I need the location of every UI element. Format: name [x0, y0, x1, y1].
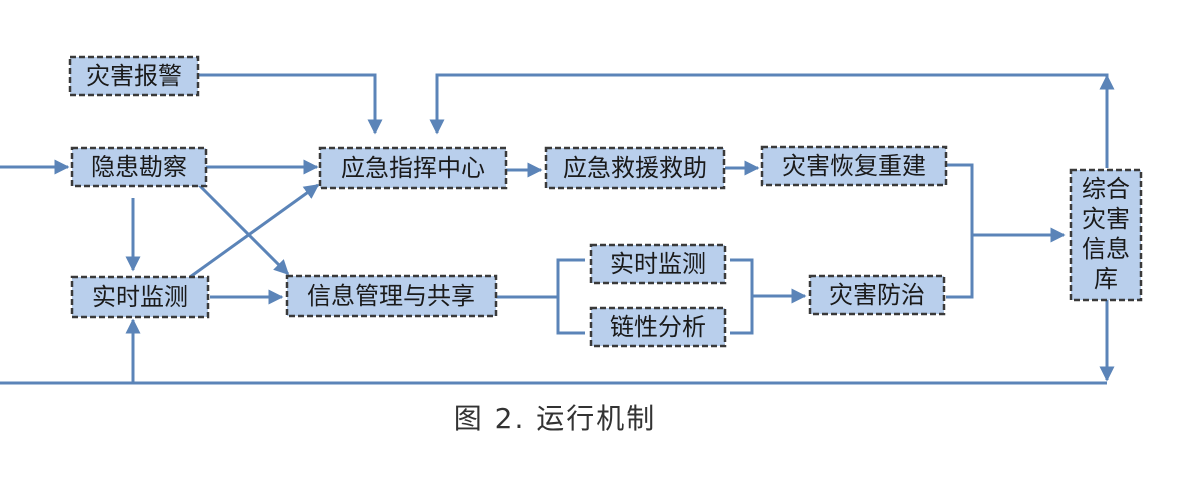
node-chain-analysis: 链性分析 [589, 306, 727, 348]
node-info-sharing-label: 信息管理与共享 [307, 282, 475, 310]
merge-bracket [946, 163, 974, 299]
edges [0, 73, 1115, 385]
node-disaster-alarm-label: 灾害报警 [86, 62, 182, 90]
node-hazard-survey-label: 隐患勘察 [91, 153, 187, 181]
node-prevention-label: 灾害防治 [829, 281, 925, 309]
node-realtime-monitor-left: 实时监测 [70, 275, 210, 319]
edge-monitor-to-command [189, 183, 320, 279]
node-realtime-monitor-left-label: 实时监测 [92, 283, 188, 311]
node-recovery: 灾害恢复重建 [760, 145, 948, 187]
figure-caption: 图 2. 运行机制 [454, 402, 657, 435]
edge-alarm-to-command [198, 73, 383, 135]
edge-hazard-to-info-sharing [196, 182, 290, 276]
node-info-sharing: 信息管理与共享 [285, 274, 498, 318]
node-realtime-monitor-right: 实时监测 [589, 243, 727, 285]
node-disaster-alarm: 灾害报警 [68, 55, 200, 97]
node-database-label-line-2: 灾害 [1082, 205, 1130, 233]
node-chain-analysis-label: 链性分析 [610, 313, 706, 341]
node-recovery-label: 灾害恢复重建 [782, 152, 926, 180]
node-database-label-line-4: 库 [1094, 265, 1118, 293]
node-realtime-monitor-right-label: 实时监测 [610, 250, 706, 278]
node-database: 综合 灾害 信息 库 [1069, 168, 1143, 302]
node-prevention: 灾害防治 [808, 274, 946, 316]
node-database-label-line-3: 信息 [1082, 235, 1130, 263]
node-database-label-line-1: 综合 [1082, 175, 1130, 203]
node-hazard-survey: 隐患勘察 [70, 146, 208, 188]
node-command-center: 应急指挥中心 [318, 146, 508, 190]
node-rescue-label: 应急救援救助 [563, 154, 707, 182]
branch-right-bracket [730, 258, 754, 335]
branch-left-bracket [556, 258, 585, 335]
node-rescue: 应急救援救助 [544, 146, 726, 190]
node-command-center-label: 应急指挥中心 [341, 154, 485, 182]
edge-database-feedback-to-command [429, 73, 1109, 168]
